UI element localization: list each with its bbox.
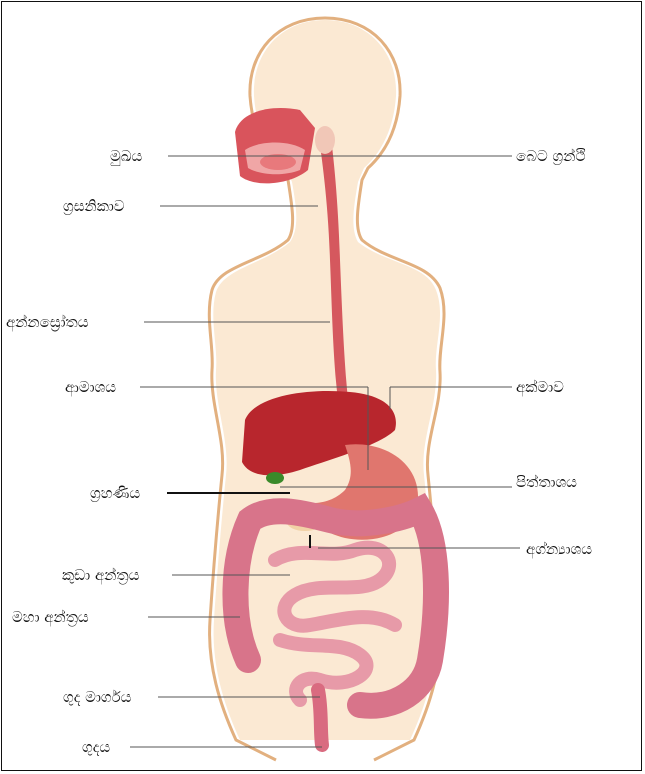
label-large-intestine: මහා අන්ත්‍රය (12, 608, 89, 626)
label-stomach: ආමාශය (65, 378, 116, 396)
salivary-gland-illustration (315, 126, 335, 154)
gall-bladder-illustration (266, 472, 284, 484)
label-gall-bladder: පිත්තාශය (516, 473, 577, 491)
label-mouth: මුඛය (110, 147, 142, 165)
mouth-illustration (235, 108, 315, 183)
label-rectum: ගුද මාර්ගය (63, 688, 131, 706)
label-small-intestine: කුඩා අන්ත්‍රය (62, 566, 139, 584)
label-pancreas: අග්න්‍යාශය (526, 540, 592, 558)
label-duodenum: ග්‍රහණිය (90, 484, 140, 502)
label-salivary-glands: බෙට ග්‍රන්ථි (516, 147, 586, 165)
label-pharynx: ග්‍රසනිකාව (63, 197, 125, 215)
rectum-illustration (318, 690, 322, 745)
label-liver: අක්මාව (516, 378, 564, 396)
label-esophagus: අන්නස්‍රෝතය (6, 313, 89, 331)
label-anus: ගුදය (82, 738, 110, 756)
